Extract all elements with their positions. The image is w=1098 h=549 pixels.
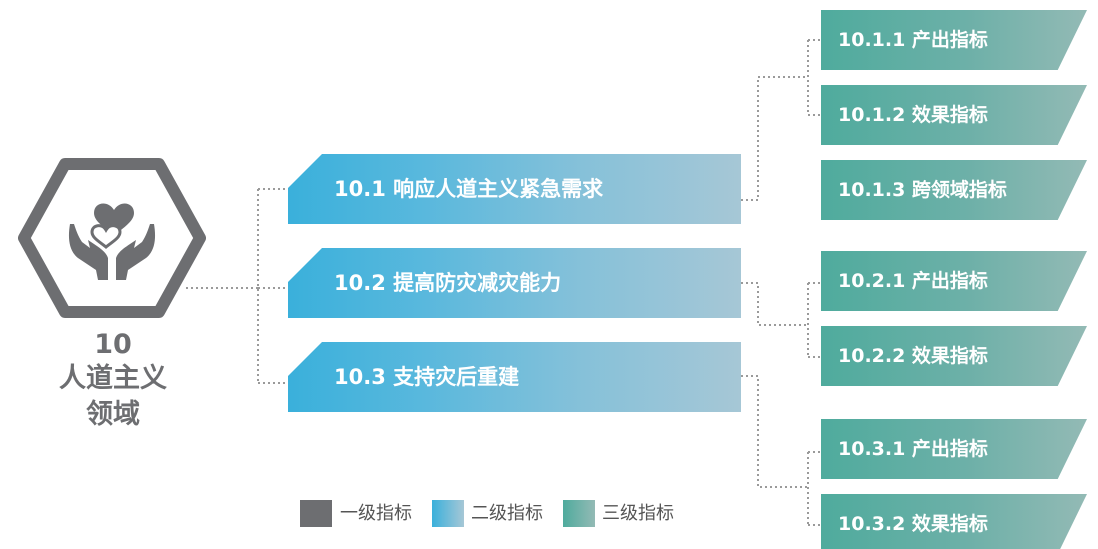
level3-label: 10.1.3 跨领域指标 xyxy=(838,179,1007,201)
level3-label: 10.2.1 产出指标 xyxy=(838,270,988,292)
level3-node-10-2-1: 10.2.1 产出指标 xyxy=(821,251,1087,311)
level3-label: 10.3.2 效果指标 xyxy=(838,513,988,535)
root-title-line2: 领域 xyxy=(86,399,140,430)
root-number: 10 xyxy=(94,329,132,360)
level3-node-10-1-1: 10.1.1 产出指标 xyxy=(821,10,1087,70)
level3-node-10-3-2: 10.3.2 效果指标 xyxy=(821,494,1087,549)
level3-label: 10.2.2 效果指标 xyxy=(838,345,988,367)
legend-swatch-level1 xyxy=(300,500,332,527)
level3-node-10-2-2: 10.2.2 效果指标 xyxy=(821,326,1087,386)
level3-node-10-1-2: 10.1.2 效果指标 xyxy=(821,85,1087,145)
level2-node-10-3: 10.3 支持灾后重建 xyxy=(288,342,741,412)
legend-label-level1: 一级指标 xyxy=(340,503,412,524)
level3-node-10-1-3: 10.1.3 跨领域指标 xyxy=(821,160,1087,220)
root-hexagon xyxy=(18,158,206,318)
level3-node-10-3-1: 10.3.1 产出指标 xyxy=(821,419,1087,479)
level3-label: 10.3.1 产出指标 xyxy=(838,438,988,460)
level2-label: 10.1 响应人道主义紧急需求 xyxy=(334,177,604,201)
connector-10-2-out xyxy=(741,282,808,326)
legend-label-level2: 二级指标 xyxy=(471,503,543,524)
root-title-line1: 人道主义 xyxy=(59,363,167,394)
level2-label: 10.3 支持灾后重建 xyxy=(334,365,520,389)
connector-10-1-out xyxy=(741,76,808,201)
legend-label-level3: 三级指标 xyxy=(602,503,674,524)
connector-10-3-out xyxy=(741,375,808,488)
level2-label: 10.2 提高防灾减灾能力 xyxy=(334,271,562,295)
level2-node-10-2: 10.2 提高防灾减灾能力 xyxy=(288,248,741,318)
legend-swatch-level2 xyxy=(432,500,464,527)
level3-label: 10.1.2 效果指标 xyxy=(838,104,988,126)
level2-node-10-1: 10.1 响应人道主义紧急需求 xyxy=(288,154,741,224)
level3-label: 10.1.1 产出指标 xyxy=(838,29,988,51)
legend-swatch-level3 xyxy=(563,500,595,527)
heart-in-hands-icon xyxy=(68,203,156,280)
